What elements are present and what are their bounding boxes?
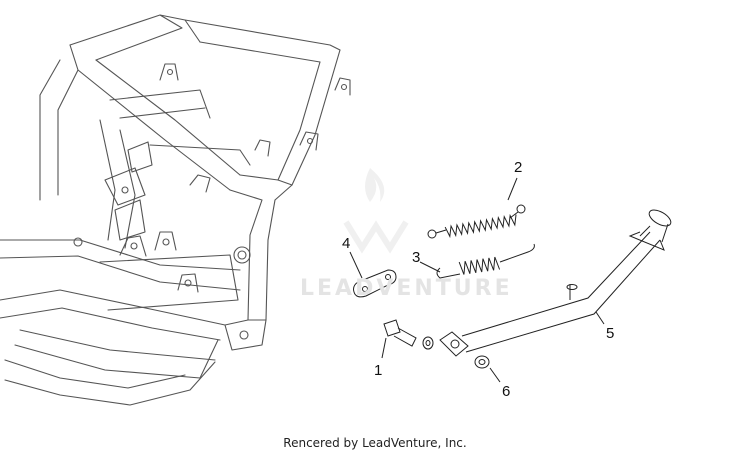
footer-credit: Rencered by LeadVenture, Inc. [283,436,467,450]
pivot-bolt [383,319,417,347]
callout-6: 6 [502,383,510,400]
washer [422,336,434,350]
callout-5: 5 [606,325,614,342]
spring-upper [427,204,526,239]
side-stand [439,209,672,357]
callout-3: 3 [412,249,420,266]
link-plate [353,269,397,298]
watermark-text: LEADVENTURE [300,276,513,301]
callout-2: 2 [514,159,522,176]
callout-1: 1 [374,362,382,379]
nut [474,355,490,369]
watermark-logo-icon [343,168,409,254]
motorcycle-frame [0,14,351,406]
spring-lower [436,243,535,279]
callout-leaders [349,177,605,383]
callout-4: 4 [342,235,350,252]
